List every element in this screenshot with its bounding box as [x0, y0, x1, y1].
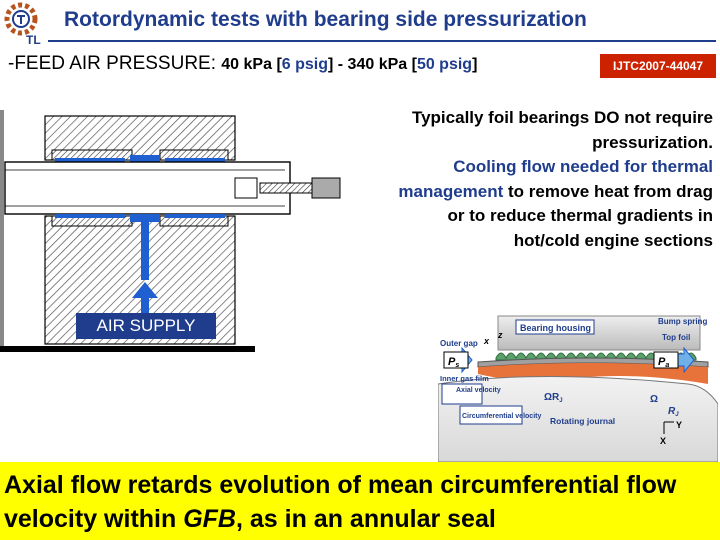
- note-cooling-rest: to remove heat from drag or to reduce th…: [447, 181, 713, 250]
- feed-label: -FEED AIR PRESSURE:: [8, 53, 216, 74]
- feed-p1: 40 kPa [: [221, 56, 282, 73]
- label-ps: Ps: [448, 356, 459, 369]
- supply-arrow-shaft: [141, 296, 149, 316]
- university-logo-icon: TL: [4, 2, 41, 46]
- label-rj: RJ: [668, 406, 679, 418]
- summary-line-b: , as in an annular seal: [235, 505, 496, 533]
- note-cooling: Cooling flow needed for thermal manageme…: [398, 157, 713, 201]
- flow-gap-upper-mid: [130, 155, 160, 162]
- axis-x-label: x: [483, 336, 490, 346]
- feed-p1-psig: 6 psig: [281, 56, 328, 73]
- label-bearing-housing: Bearing housing: [520, 323, 591, 333]
- coupling-end: [311, 177, 341, 199]
- shaft-end: [234, 177, 258, 199]
- air-supply-label: AIR SUPPLY: [76, 313, 216, 339]
- label-omega: Ω: [650, 394, 658, 405]
- feed-p2-psig: 50 psig: [416, 56, 473, 73]
- logo-text: TL: [26, 33, 41, 46]
- axis-x2-label: X: [660, 436, 666, 446]
- label-top-foil: Top foil: [662, 333, 690, 342]
- label-rotating-journal: Rotating journal: [550, 416, 615, 426]
- label-axial: Axial velocity: [456, 387, 501, 394]
- summary-banner: [0, 462, 720, 540]
- note-line-1: Typically foil bearings DO not require p…: [411, 108, 713, 152]
- summary-text: Axial flow retards evolution of mean cir…: [4, 468, 716, 536]
- frame-left: [0, 110, 4, 350]
- flow-gap-lower-left: [55, 214, 125, 218]
- summary-gfb: GFB: [183, 505, 236, 533]
- rotating-journal: [438, 376, 718, 462]
- label-bump-spring: Bump spring: [658, 317, 707, 326]
- flow-gap-upper-right: [165, 158, 225, 162]
- coupling-spring: [259, 182, 313, 194]
- feed-p1-end: ] - 340 kPa [: [328, 56, 417, 73]
- label-omega-rj: ΩRJ: [544, 392, 563, 404]
- test-rig-cross-section: [0, 110, 341, 352]
- label-outer-gap: Outer gap: [440, 339, 478, 348]
- feed-pressure-line: -FEED AIR PRESSURE: 40 kPa [6 psig] - 34…: [8, 53, 477, 75]
- summary-line-a: Axial flow retards evolution of mean cir…: [4, 471, 677, 533]
- supply-arrow-head: [132, 282, 158, 298]
- flow-gap-lower-right: [165, 214, 225, 218]
- page-title: Rotordynamic tests with bearing side pre…: [64, 8, 587, 31]
- axis-y-label: Y: [676, 420, 682, 430]
- supply-channel: [141, 218, 149, 280]
- flow-gap-upper-left: [55, 158, 125, 162]
- rig-base: [0, 346, 255, 352]
- label-circumferential: Circumferential velocity: [462, 413, 541, 420]
- label-pa: Pa: [658, 356, 669, 369]
- axis-z-label: z: [497, 330, 503, 340]
- notes-text: Typically foil bearings DO not require p…: [380, 106, 713, 253]
- foil-bearing-schematic: Bearing housing Bump spring Top foil Out…: [438, 314, 718, 462]
- feed-p2-end: ]: [472, 56, 478, 73]
- paper-id-badge: IJTC2007-44047: [600, 54, 716, 78]
- label-inner-gas-film: Inner gas film: [440, 374, 489, 383]
- title-divider: [48, 40, 716, 42]
